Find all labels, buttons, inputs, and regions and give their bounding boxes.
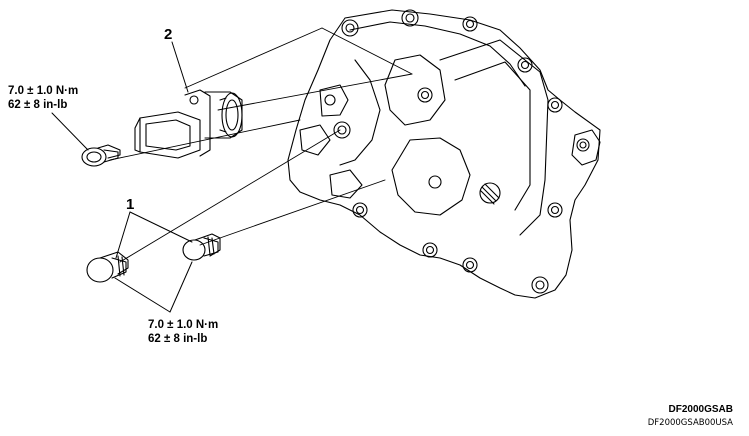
torque-spec-lower: 7.0 ± 1.0 N·m 62 ± 8 in-lb — [148, 318, 218, 346]
assembly-leader-lines — [109, 27, 413, 263]
torque-spec-upper-imperial: 62 ± 8 in-lb — [8, 99, 68, 111]
figure-code-primary: DF2000GSAB — [668, 404, 733, 415]
torque-spec-upper-metric: 7.0 ± 1.0 N·m — [8, 85, 79, 97]
speed-sensor — [134, 89, 243, 159]
callout-1: 1 — [126, 196, 135, 213]
torque-spec-upper: 7.0 ± 1.0 N·m 62 ± 8 in-lb — [8, 84, 78, 112]
torque-spec-lower-imperial: 62 ± 8 in-lb — [148, 333, 208, 345]
sensor-bolt — [81, 144, 121, 167]
callout-leaders — [51, 41, 193, 313]
transmission-case — [287, 9, 601, 299]
plug-bolt-2 — [182, 233, 221, 261]
figure-code-secondary: DF2000GSAB00USA — [647, 418, 733, 428]
callout-2: 2 — [164, 26, 173, 43]
plug-bolt-1 — [86, 251, 129, 283]
torque-spec-lower-metric: 7.0 ± 1.0 N·m — [148, 319, 219, 331]
